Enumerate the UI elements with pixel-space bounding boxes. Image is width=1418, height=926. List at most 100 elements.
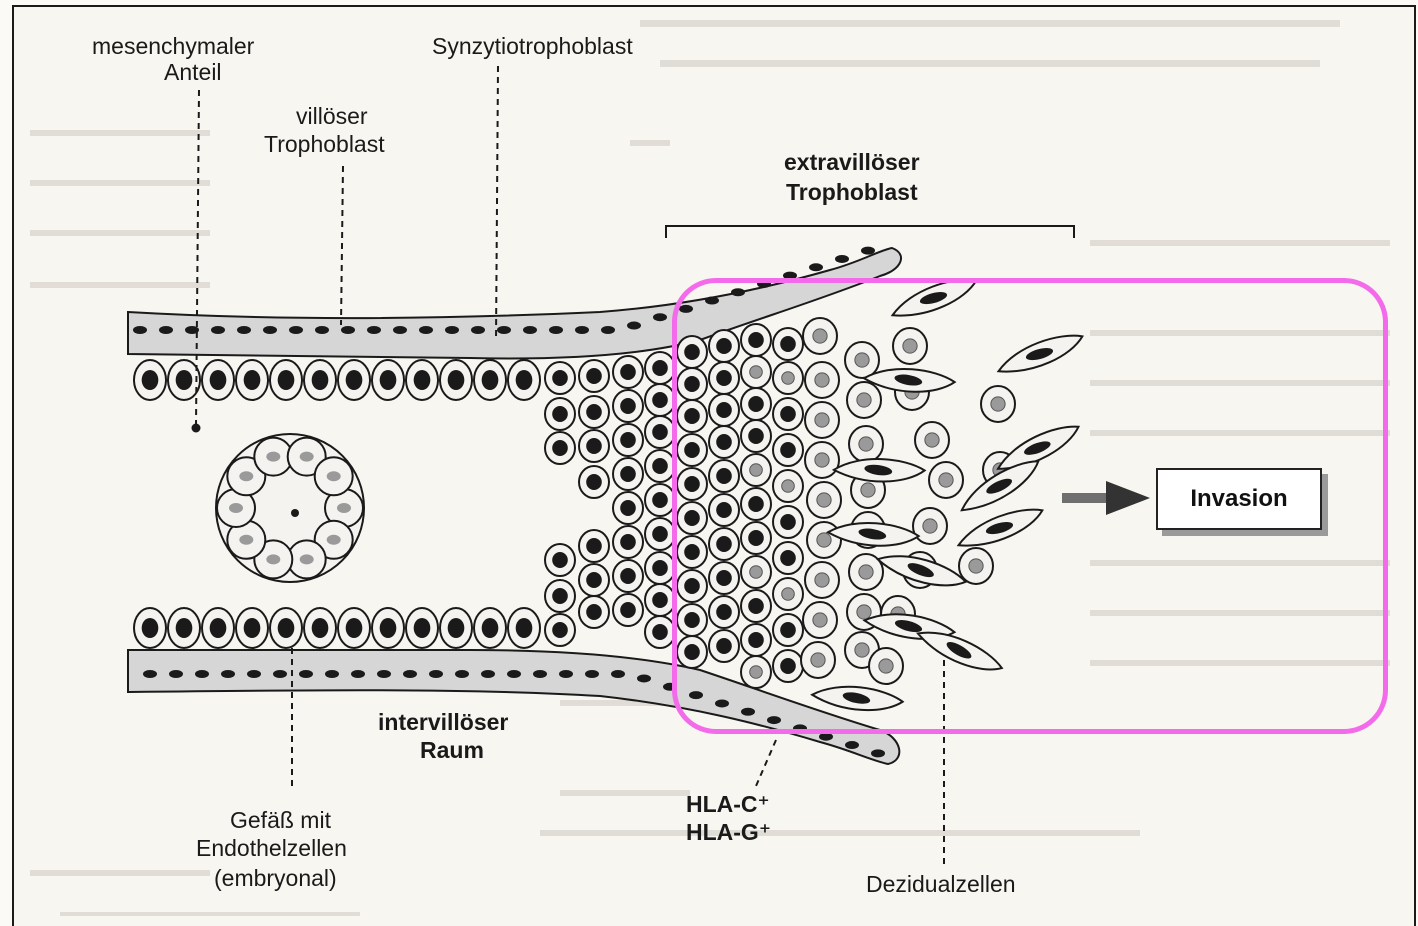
syncytium-nucleus: [549, 326, 563, 334]
label-extravillous-2: Trophoblast: [786, 178, 918, 206]
syncytium-nucleus: [559, 670, 573, 678]
label-decidual-cells: Dezidualzellen: [866, 870, 1016, 898]
endothelial-nucleus: [266, 452, 280, 462]
syncytium-nucleus: [351, 670, 365, 678]
cell-nucleus: [346, 370, 363, 390]
syncytium-nucleus: [315, 326, 329, 334]
cell-nucleus: [482, 618, 499, 638]
cell-nucleus: [620, 568, 636, 584]
syncytium-nucleus: [861, 247, 875, 255]
endothelial-nucleus: [300, 452, 314, 462]
endothelial-nucleus: [239, 471, 253, 481]
cell-nucleus: [652, 458, 668, 474]
cell-nucleus: [210, 618, 227, 638]
syncytium-nucleus: [809, 263, 823, 271]
syncytium-nucleus: [507, 670, 521, 678]
syncytium-nucleus: [133, 326, 147, 334]
syncytium-nucleus: [835, 255, 849, 263]
syncytium-nucleus: [445, 326, 459, 334]
syncytium-nucleus: [325, 670, 339, 678]
endothelial-nucleus: [229, 503, 243, 513]
cell-nucleus: [142, 370, 159, 390]
cell-nucleus: [586, 404, 602, 420]
cell-nucleus: [652, 392, 668, 408]
highlight-outline: [672, 278, 1388, 734]
cell-nucleus: [346, 618, 363, 638]
cell-nucleus: [414, 370, 431, 390]
cell-nucleus: [586, 474, 602, 490]
cell-nucleus: [244, 370, 261, 390]
label-vessel-3: (embryonal): [214, 864, 337, 892]
cell-nucleus: [620, 602, 636, 618]
syncytium-nucleus: [221, 670, 235, 678]
cell-nucleus: [652, 624, 668, 640]
cell-nucleus: [142, 618, 159, 638]
endothelial-nucleus: [239, 535, 253, 545]
cell-nucleus: [620, 534, 636, 550]
cell-nucleus: [552, 370, 568, 386]
syncytium-nucleus: [247, 670, 261, 678]
syncytium-nucleus: [637, 674, 651, 682]
syncytium-nucleus: [377, 670, 391, 678]
cell-nucleus: [244, 618, 261, 638]
endothelial-nucleus: [327, 471, 341, 481]
cell-nucleus: [380, 618, 397, 638]
cell-nucleus: [586, 604, 602, 620]
cell-nucleus: [380, 370, 397, 390]
cell-nucleus: [652, 560, 668, 576]
cell-nucleus: [176, 370, 193, 390]
label-vessel-1: Gefäß mit: [230, 806, 331, 834]
syncytium-nucleus: [169, 670, 183, 678]
cell-nucleus: [652, 424, 668, 440]
cell-nucleus: [448, 370, 465, 390]
syncytium-nucleus: [471, 326, 485, 334]
endothelial-nucleus: [266, 554, 280, 564]
label-villous-1: villöser: [296, 102, 368, 130]
syncytium-nucleus: [211, 326, 225, 334]
cell-nucleus: [620, 398, 636, 414]
label-hla-c: HLA-C⁺: [686, 790, 770, 818]
syncytium-nucleus: [341, 326, 355, 334]
cell-nucleus: [278, 618, 295, 638]
label-villous-2: Trophoblast: [264, 130, 385, 158]
cell-nucleus: [552, 440, 568, 456]
syncytium-nucleus: [481, 670, 495, 678]
syncytium-nucleus: [159, 326, 173, 334]
endothelial-nucleus: [327, 535, 341, 545]
embryonal-vessel: [216, 434, 364, 582]
cell-nucleus: [620, 466, 636, 482]
cell-nucleus: [516, 618, 533, 638]
syncytium-nucleus: [299, 670, 313, 678]
syncytium-nucleus: [289, 326, 303, 334]
syncytium-nucleus: [497, 326, 511, 334]
cell-nucleus: [652, 592, 668, 608]
syncytium-nucleus: [143, 670, 157, 678]
cell-nucleus: [414, 618, 431, 638]
cell-nucleus: [586, 572, 602, 588]
endothelial-nucleus: [337, 503, 351, 513]
label-intervillous-1: intervillöser: [378, 708, 508, 736]
syncytium-nucleus: [403, 670, 417, 678]
cell-nucleus: [652, 492, 668, 508]
cell-nucleus: [278, 370, 295, 390]
mesenchymal-pointer-dot: [192, 424, 201, 433]
label-intervillous-2: Raum: [420, 736, 484, 764]
syncytium-nucleus: [263, 326, 277, 334]
cell-nucleus: [652, 526, 668, 542]
syncytium-nucleus: [237, 326, 251, 334]
cell-nucleus: [586, 368, 602, 384]
cell-nucleus: [312, 370, 329, 390]
syncytium-nucleus: [429, 670, 443, 678]
cell-nucleus: [448, 618, 465, 638]
endothelial-nucleus: [300, 554, 314, 564]
syncytium-nucleus: [273, 670, 287, 678]
syncytium-nucleus: [601, 326, 615, 334]
cell-nucleus: [586, 538, 602, 554]
syncytium-nucleus: [523, 326, 537, 334]
cell-nucleus: [586, 438, 602, 454]
label-syncytiotrophoblast: Synzytiotrophoblast: [432, 32, 633, 60]
cell-nucleus: [620, 364, 636, 380]
cell-nucleus: [516, 370, 533, 390]
label-mesenchymal-1: mesenchymaler: [92, 32, 254, 60]
cell-nucleus: [482, 370, 499, 390]
